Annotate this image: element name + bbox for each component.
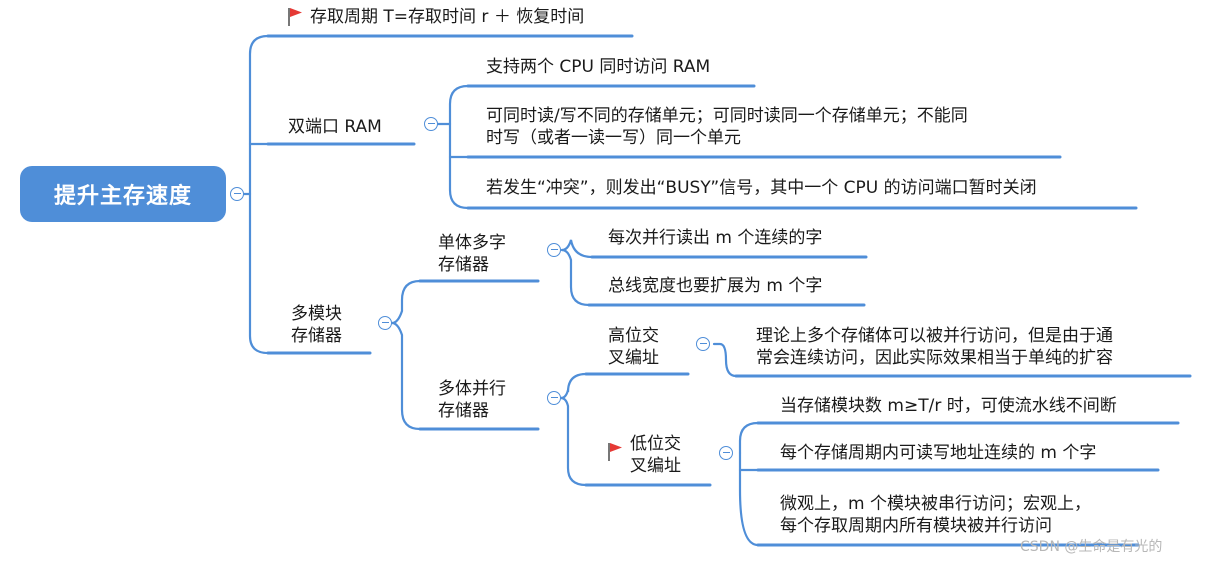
node-label-line: 理论上多个存储体可以被并行访问，但是由于通 xyxy=(756,326,1113,346)
node-label-line: 存储器 xyxy=(438,401,489,421)
node-label-line: 时写（或者一读一写）同一个单元 xyxy=(486,128,741,148)
node-label-line: 单体多字 xyxy=(438,233,506,253)
multi-module-collapse-icon[interactable] xyxy=(378,316,392,330)
node-label-line: 多模块 xyxy=(291,304,342,324)
node-label-line: 存储器 xyxy=(291,326,342,346)
node-multi-body-parallel[interactable]: 多体并行 存储器 xyxy=(438,378,506,422)
node-read-m-consecutive-words[interactable]: 每个存储周期内可读写地址连续的 m 个字 xyxy=(780,443,1097,463)
single-body-collapse-icon[interactable] xyxy=(547,243,561,257)
node-label-line: 存储器 xyxy=(438,255,489,275)
root-collapse-icon[interactable] xyxy=(230,187,244,201)
red-flag-icon xyxy=(288,8,302,26)
watermark: CSDN @生命是有光的 xyxy=(1020,539,1163,555)
node-label-line: 微观上，m 个模块被串行访问；宏观上， xyxy=(780,494,1091,514)
node-label-line: 叉编址 xyxy=(608,348,659,368)
high-interleave-collapse-icon[interactable] xyxy=(696,337,710,351)
node-label-line: 叉编址 xyxy=(630,456,681,476)
node-high-interleave-effect[interactable]: 理论上多个存储体可以被并行访问，但是由于通 常会连续访问，因此实际效果相当于单纯… xyxy=(756,325,1113,369)
node-label-line: 低位交 xyxy=(630,434,681,454)
node-label-line: 可同时读/写不同的存储单元；可同时读同一个存储单元；不能同 xyxy=(486,106,968,126)
low-interleave-collapse-icon[interactable] xyxy=(719,446,733,460)
node-dual-port-ram[interactable]: 双端口 RAM xyxy=(288,117,382,137)
node-label-line: 常会连续访问，因此实际效果相当于单纯的扩容 xyxy=(756,348,1113,368)
node-high-order-interleave[interactable]: 高位交 叉编址 xyxy=(608,325,659,369)
node-label-line: 高位交 xyxy=(608,326,659,346)
root-node[interactable]: 提升主存速度 xyxy=(20,166,226,222)
node-busy-signal[interactable]: 若发生“冲突”，则发出“BUSY”信号，其中一个 CPU 的访问端口暂时关闭 xyxy=(486,178,1037,198)
dual-port-collapse-icon[interactable] xyxy=(424,117,438,131)
node-dual-read-write-rules[interactable]: 可同时读/写不同的存储单元；可同时读同一个存储单元；不能同 时写（或者一读一写）… xyxy=(486,105,968,149)
node-low-order-interleave[interactable]: 低位交 叉编址 xyxy=(630,433,681,477)
node-access-cycle[interactable]: 存取周期 T=存取时间 r ＋ 恢复时间 xyxy=(310,7,585,27)
node-label-line: 多体并行 xyxy=(438,379,506,399)
node-label-line: 每个存取周期内所有模块被并行访问 xyxy=(780,516,1052,536)
node-pipeline-condition[interactable]: 当存储模块数 m≥T/r 时，可使流水线不间断 xyxy=(780,396,1117,416)
node-bus-width-m-words[interactable]: 总线宽度也要扩展为 m 个字 xyxy=(608,276,823,296)
node-dual-cpu-access[interactable]: 支持两个 CPU 同时访问 RAM xyxy=(486,57,711,77)
red-flag-icon xyxy=(608,443,622,461)
node-parallel-read-m-words[interactable]: 每次并行读出 m 个连续的字 xyxy=(608,228,823,248)
node-multi-module-memory[interactable]: 多模块 存储器 xyxy=(291,303,342,347)
node-single-body-multi-word[interactable]: 单体多字 存储器 xyxy=(438,232,506,276)
multi-body-collapse-icon[interactable] xyxy=(547,391,561,405)
node-serial-parallel-access[interactable]: 微观上，m 个模块被串行访问；宏观上， 每个存取周期内所有模块被并行访问 xyxy=(780,493,1091,537)
